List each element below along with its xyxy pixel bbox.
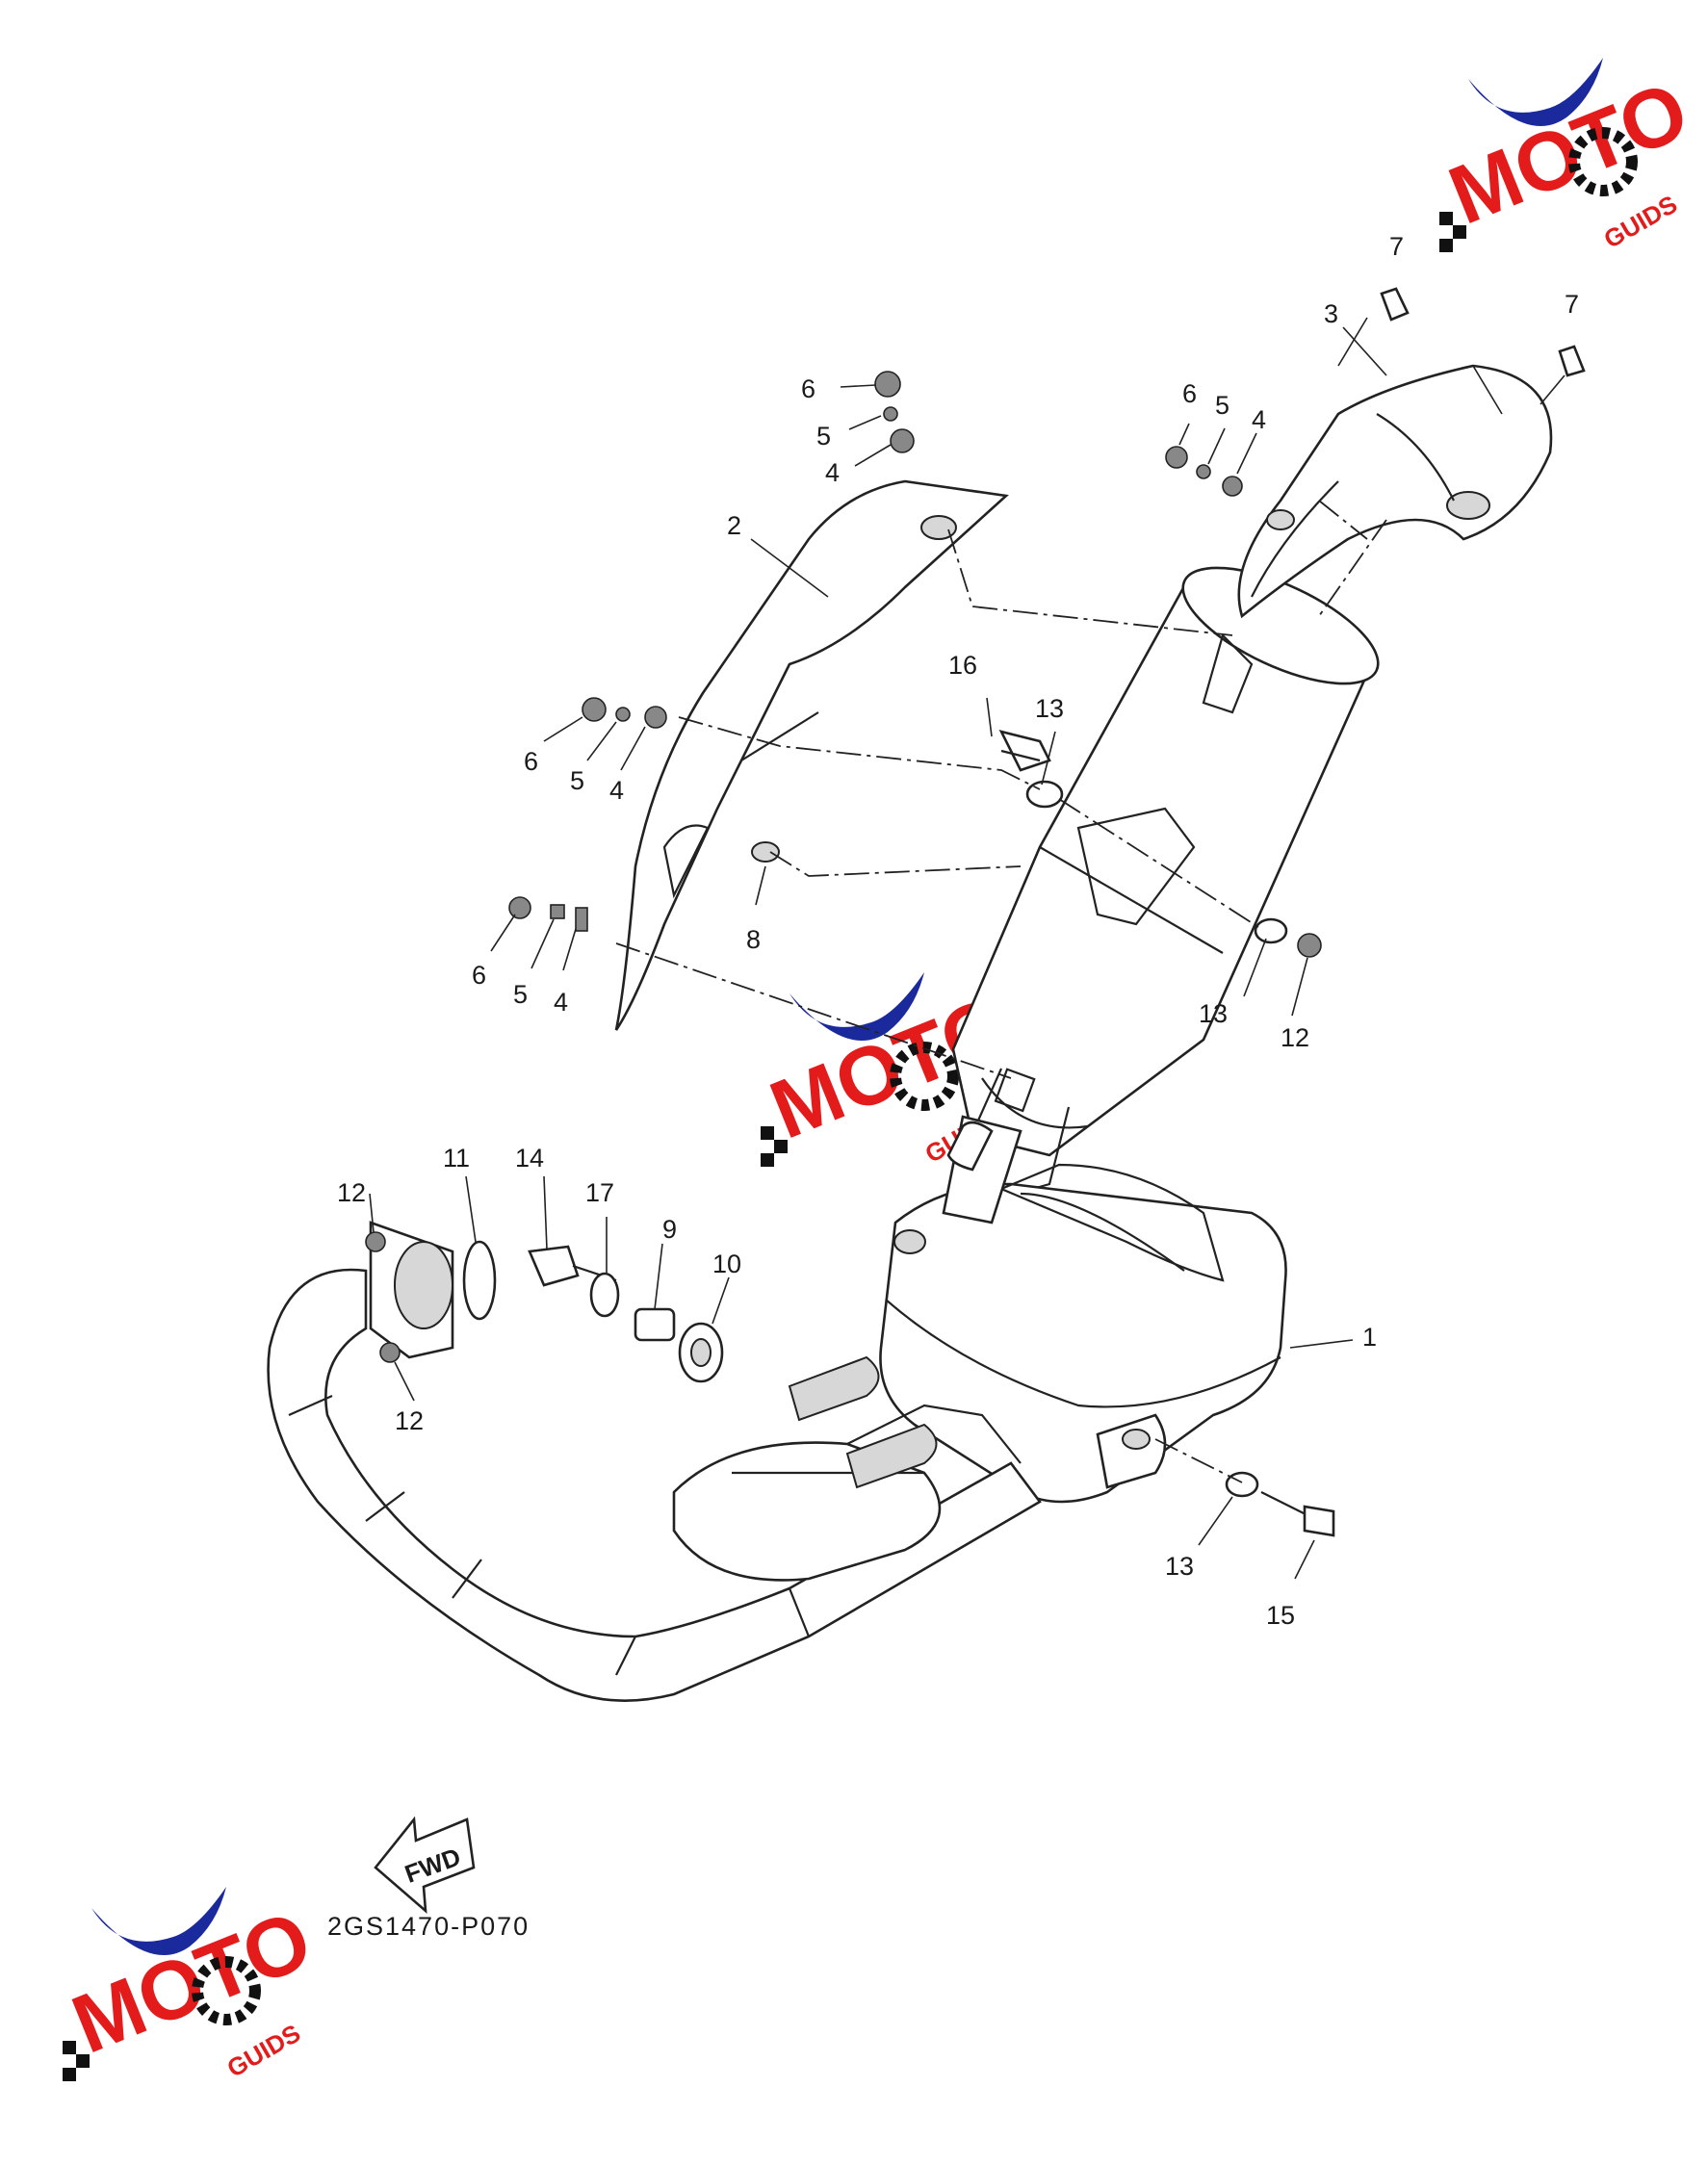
callout-5: 5 <box>570 766 584 795</box>
end-cap-cover <box>1237 364 1553 619</box>
callout-6: 6 <box>472 961 486 990</box>
reference-code: 2GS1470-P070 <box>327 1912 530 1941</box>
callout-6: 6 <box>801 374 815 403</box>
muffler <box>879 1163 1287 1504</box>
muffler-mount-fasteners <box>1225 1471 1335 1537</box>
callout-4: 4 <box>609 776 624 805</box>
callout-8: 8 <box>746 925 761 954</box>
callout-11: 11 <box>443 1144 470 1173</box>
callout-13: 13 <box>1165 1552 1194 1581</box>
callout-9: 9 <box>662 1215 677 1244</box>
callout-7: 7 <box>1389 232 1404 261</box>
callout-12: 12 <box>337 1178 366 1207</box>
watermark-logo-bottom-left <box>60 1887 323 2083</box>
exhaust-flange <box>365 1221 497 1363</box>
callout-6: 6 <box>1182 379 1197 408</box>
bracket-fasteners <box>528 1245 724 1383</box>
callout-5: 5 <box>1215 391 1229 420</box>
watermark-logo-top-right <box>1436 58 1700 254</box>
callout-16: 16 <box>948 651 977 680</box>
callout-3: 3 <box>1324 299 1338 328</box>
callout-10: 10 <box>712 1250 741 1278</box>
catalyst-body <box>951 566 1380 1205</box>
callout-7: 7 <box>1565 290 1579 319</box>
callout-4: 4 <box>554 988 568 1017</box>
callout-5: 5 <box>816 422 831 451</box>
callout-15: 15 <box>1266 1601 1295 1630</box>
callout-5: 5 <box>513 980 528 1009</box>
callout-13: 13 <box>1035 694 1064 723</box>
callout-13: 13 <box>1199 999 1228 1028</box>
heat-shield <box>614 479 1009 1031</box>
forward-direction-arrow: FWD <box>374 1816 476 1915</box>
callout-4: 4 <box>825 458 840 487</box>
exhaust-header-pipe <box>267 1268 1042 1702</box>
callout-leaders <box>369 326 1387 1580</box>
upper-fasteners <box>508 287 1586 958</box>
callout-12: 12 <box>395 1406 424 1435</box>
callout-2: 2 <box>727 511 741 540</box>
callout-14: 14 <box>515 1144 544 1173</box>
callout-12: 12 <box>1281 1023 1309 1052</box>
callout-17: 17 <box>585 1178 614 1207</box>
callout-labels: 1 2 3 4 4 4 4 5 5 5 5 6 6 6 6 7 7 8 9 10… <box>337 232 1579 1630</box>
link-pipe <box>942 1115 1022 1224</box>
callout-4: 4 <box>1252 405 1266 434</box>
callout-6: 6 <box>524 747 538 776</box>
assembly-center-lines <box>615 500 1387 1483</box>
callout-1: 1 <box>1362 1323 1377 1352</box>
